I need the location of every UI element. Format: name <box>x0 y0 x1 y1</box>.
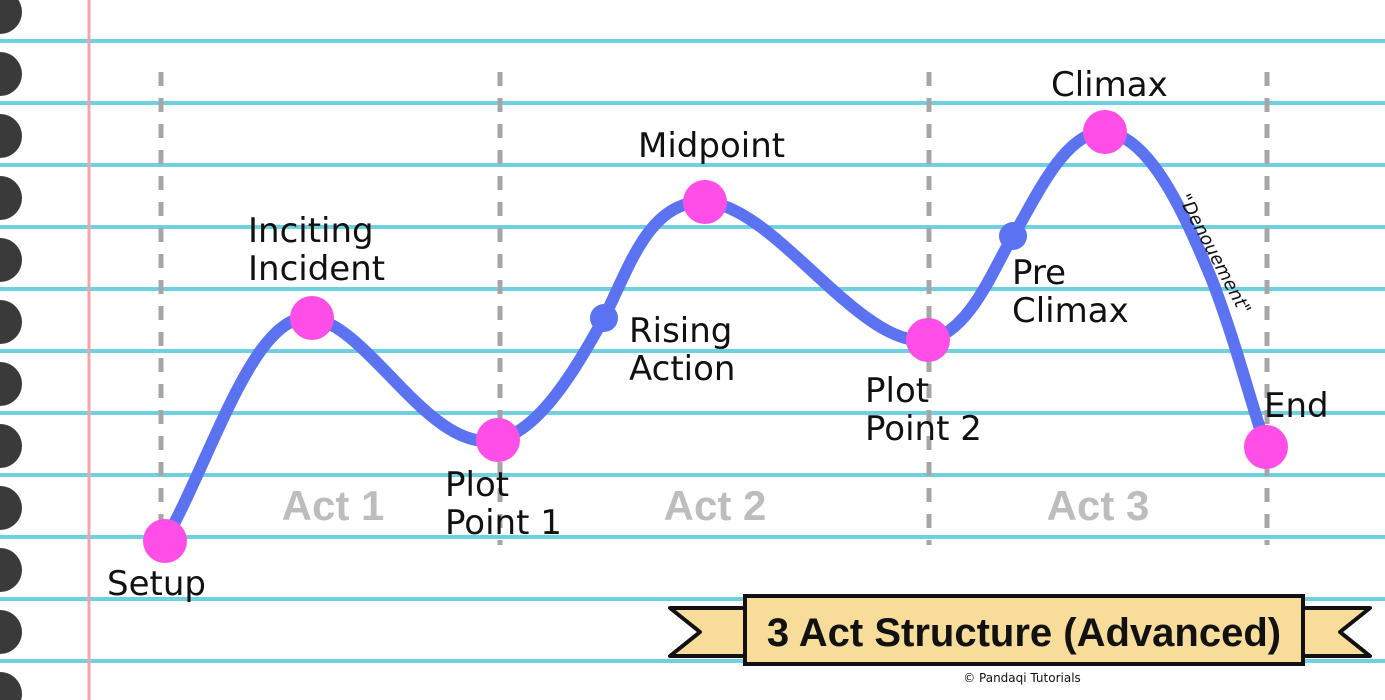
point-setup <box>143 519 187 563</box>
point-plot-point-2 <box>906 318 950 362</box>
point-climax <box>1083 110 1127 154</box>
binder-hole <box>0 424 22 468</box>
label-inciting-line2: Incident <box>248 249 385 289</box>
point-inciting-incident <box>290 296 334 340</box>
act-1-label: Act 1 <box>282 482 385 529</box>
binder-hole <box>0 548 22 592</box>
label-inciting-line1: Inciting <box>248 211 374 251</box>
binder-hole <box>0 610 22 654</box>
point-pre-climax <box>999 222 1027 250</box>
point-midpoint <box>683 180 727 224</box>
binder-hole <box>0 238 22 282</box>
binder-hole <box>0 672 22 700</box>
label-pre-climax-line1: Pre <box>1012 253 1066 293</box>
binder-hole <box>0 486 22 530</box>
banner-ribbon-left <box>668 606 750 658</box>
binder-hole <box>0 176 22 220</box>
act-3-label: Act 3 <box>1047 482 1150 529</box>
label-rising-line2: Action <box>629 349 735 389</box>
banner-ribbon-right <box>1298 606 1372 658</box>
binder-holes <box>0 0 22 700</box>
label-plot-point-1-line2: Point 1 <box>445 503 562 543</box>
story-arc-curve <box>159 126 1272 547</box>
credit-text: © Pandaqi Tutorials <box>963 671 1081 685</box>
label-end: End <box>1264 386 1329 426</box>
label-plot-point-2-line1: Plot <box>865 371 929 411</box>
label-climax: Climax <box>1051 65 1168 105</box>
act-2-label: Act 2 <box>664 482 767 529</box>
binder-hole <box>0 300 22 344</box>
banner-body <box>743 594 1305 666</box>
title-banner: 3 Act Structure (Advanced) <box>668 594 1372 666</box>
point-rising-action <box>590 304 618 332</box>
label-pre-climax-line2: Climax <box>1012 291 1129 331</box>
binder-hole <box>0 114 22 158</box>
binder-hole <box>0 362 22 406</box>
point-plot-point-1 <box>476 418 520 462</box>
binder-hole <box>0 0 22 34</box>
label-plot-point-1-line1: Plot <box>445 465 509 505</box>
binder-hole <box>0 52 22 96</box>
banner-title: 3 Act Structure (Advanced) <box>767 611 1281 655</box>
label-rising-line1: Rising <box>629 311 732 351</box>
label-plot-point-2-line2: Point 2 <box>865 409 982 449</box>
label-setup: Setup <box>107 564 206 604</box>
point-end <box>1244 425 1288 469</box>
label-midpoint: Midpoint <box>638 126 785 166</box>
